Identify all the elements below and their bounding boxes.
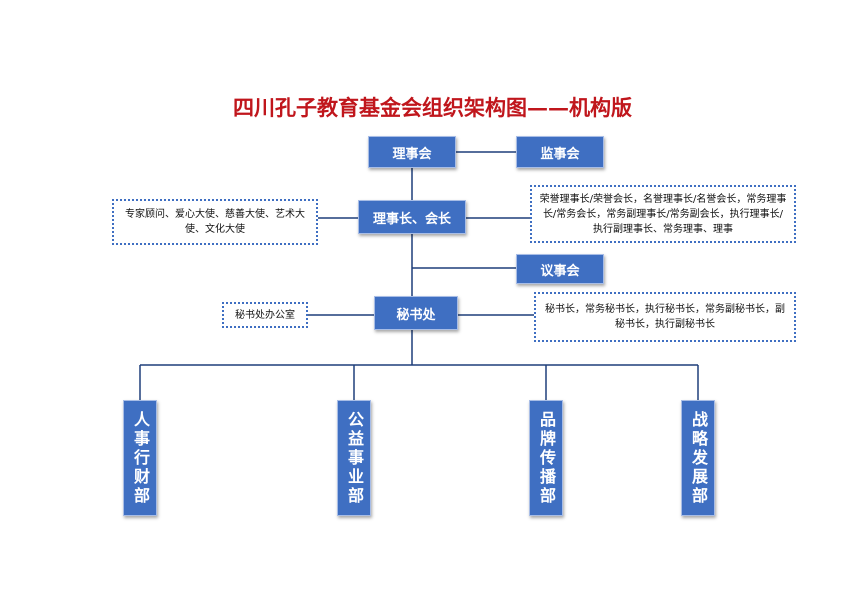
department-strategic-development: 战略发展部 xyxy=(681,400,715,516)
board-node: 理事会 xyxy=(368,136,456,168)
department-brand-communication: 品牌传播部 xyxy=(529,400,563,516)
council-node: 议事会 xyxy=(516,254,604,284)
department-public-welfare: 公益事业部 xyxy=(337,400,371,516)
supervisors-node: 监事会 xyxy=(516,136,604,168)
department-hr-finance: 人事行财部 xyxy=(123,400,157,516)
honorary-note: 荣誉理事长/荣誉会长，名誉理事长/名誉会长，常务理事长/常务会长，常务副理事长/… xyxy=(530,185,796,243)
page-title: 四川孔子教育基金会组织架构图——机构版 xyxy=(233,95,632,120)
secretariat-node: 秘书处 xyxy=(374,296,458,330)
chairman-node: 理事长、会长 xyxy=(358,200,466,234)
advisors-note: 专家顾问、爱心大使、慈善大使、艺术大使、文化大使 xyxy=(112,199,318,245)
secretaries-note: 秘书长，常务秘书长，执行秘书长，常务副秘书长，副秘书长，执行副秘书长 xyxy=(534,292,796,342)
office-note: 秘书处办公室 xyxy=(222,302,308,328)
